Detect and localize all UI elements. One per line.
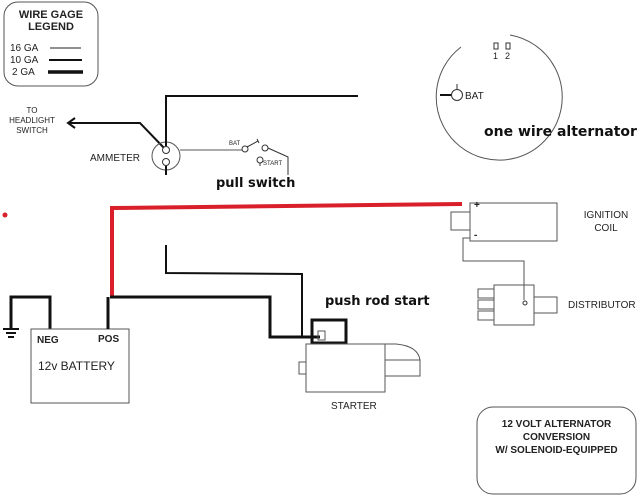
ignition-coil-body (469, 202, 558, 242)
ammeter-terminal-top (162, 146, 170, 154)
ammeter-terminal-bottom (162, 158, 170, 166)
starter-label: STARTER (331, 401, 377, 412)
distributor-shaft (533, 296, 558, 314)
pull-switch-annotation: pull switch (216, 176, 296, 191)
coil-minus-label: - (474, 230, 478, 241)
switch-starter-wire (165, 245, 303, 337)
legend-label-16ga: 16 GA (10, 43, 39, 54)
distributor-terminal (522, 300, 528, 306)
alternator-terminal-1 (493, 42, 499, 50)
ground-wire (9, 295, 52, 329)
battery-starter-wire (110, 295, 320, 339)
title-line-2: CONVERSION (522, 432, 591, 443)
ignition-coil-tower (450, 211, 471, 231)
coil-distributor-wire (462, 237, 525, 300)
headlight-label-2: HEADLIGHT (9, 116, 55, 125)
ignition-coil-label-2: COIL (594, 223, 618, 234)
distributor-cap-lead-1 (477, 288, 495, 299)
pull-switch (241, 138, 289, 175)
battery-pos-label: POS (98, 334, 120, 345)
ammeter-label: AMMETER (90, 153, 140, 164)
headlight-label-3: SWITCH (16, 126, 48, 135)
starter-end-cap (298, 361, 307, 375)
alternator-terminal-2-label: 2 (505, 51, 511, 61)
push-rod-annotation: push rod start (325, 294, 430, 309)
legend-title-line-1: WIRE GAGE (18, 9, 84, 21)
legend-box (3, 1, 99, 87)
distributor-cap-lead-3 (477, 310, 495, 321)
alternator-annotation: one wire alternator (484, 124, 637, 140)
red-dot (2, 212, 8, 218)
title-line-1: 12 VOLT ALTERNATOR (501, 419, 612, 430)
ground-symbol-icon (3, 328, 19, 338)
switch-start-label: START (263, 161, 283, 167)
coil-plus-label: + (474, 200, 480, 211)
switch-bat-label: BAT (229, 141, 241, 147)
distributor-label: DISTRIBUTOR (568, 300, 636, 311)
distributor-body (493, 284, 535, 326)
ignition-coil-label-1: IGNITION (583, 210, 629, 221)
push-rod-highlight-box (310, 318, 348, 345)
alternator-body (435, 34, 563, 161)
alternator-bat-label: BAT (465, 91, 484, 102)
headlight-wire (66, 117, 166, 150)
starter-drive-housing (385, 343, 421, 377)
legend-title-line-2: LEGEND (28, 21, 74, 33)
alternator-bat-terminal (451, 89, 463, 101)
legend-label-10ga: 10 GA (10, 55, 39, 66)
distributor-cap-lead-2 (477, 299, 495, 310)
battery-label: 12v BATTERY (38, 359, 115, 373)
alternator-arc-gap (460, 37, 487, 48)
battery-neg-label: NEG (37, 335, 59, 346)
alternator-terminal-1-label: 1 (493, 51, 499, 61)
title-line-3: W/ SOLENOID-EQUIPPED (495, 445, 618, 456)
legend-label-2ga: 2 GA (12, 67, 35, 78)
battery-body (30, 328, 130, 404)
headlight-label-1: TO (26, 106, 38, 115)
title-box (476, 406, 637, 495)
alternator-terminal-2 (505, 42, 511, 50)
red-battery-coil-wire (110, 202, 463, 298)
alternator-feed-wire (165, 95, 358, 146)
starter-terminal (317, 330, 326, 341)
starter-body (305, 343, 386, 393)
